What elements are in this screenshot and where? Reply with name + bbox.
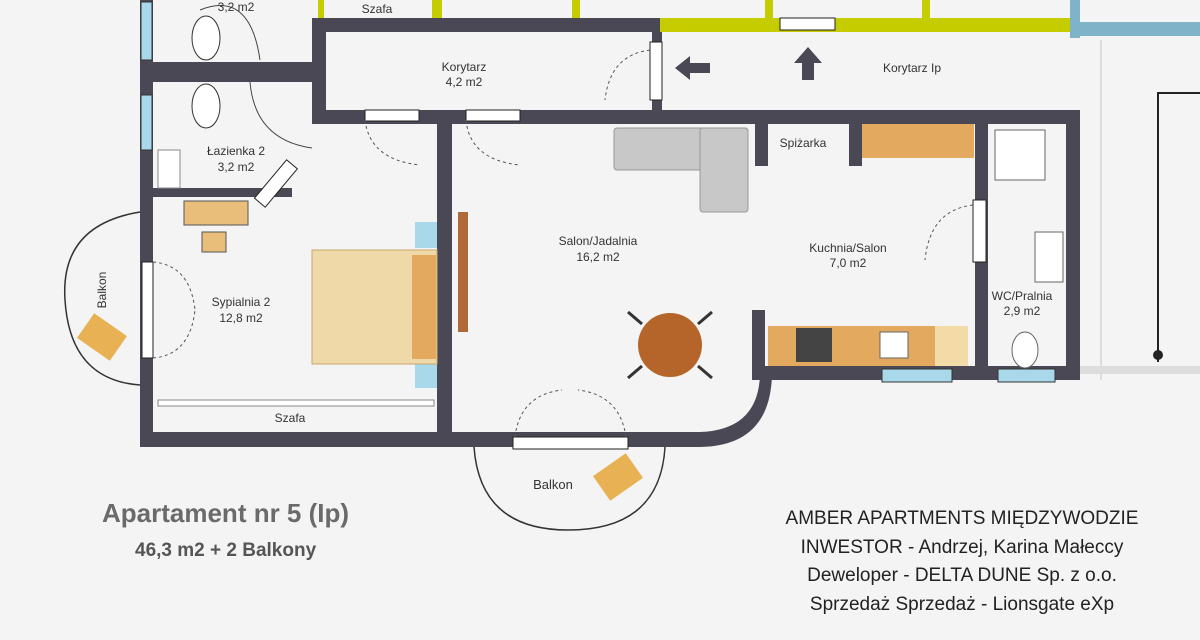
kitchen-top-cabinet bbox=[862, 124, 974, 158]
furniture bbox=[157, 15, 1064, 407]
dining-table bbox=[638, 313, 702, 377]
windows bbox=[140, 1, 1056, 388]
room-kuchnia-name: Kuchnia/Salon bbox=[809, 241, 886, 255]
info-investor: INWESTOR - Andrzej, Karina Małeccy bbox=[800, 536, 1124, 558]
room-spizarka-name: Spiżarka bbox=[780, 136, 827, 150]
doors bbox=[141, 5, 987, 450]
arrow-up-icon bbox=[794, 47, 822, 80]
room-wc-area: 2,9 m2 bbox=[1004, 304, 1041, 318]
tv-stand bbox=[458, 212, 468, 332]
balcony-bottom-label: Balkon bbox=[533, 477, 573, 492]
room-sypialnia-area: 12,8 m2 bbox=[219, 311, 263, 325]
info-sales: Sprzedaż Sprzedaż - Lionsgate eXp bbox=[809, 593, 1115, 615]
balcony-left-outline bbox=[64, 211, 141, 386]
deck-chair-icon bbox=[77, 313, 643, 501]
room-korytarz-ip-name: Korytarz Ip bbox=[883, 61, 941, 75]
balcony-left-label: Balkon bbox=[95, 272, 109, 309]
room-kuchnia-area: 7,0 m2 bbox=[830, 256, 867, 270]
balcony-bottom-outline bbox=[473, 446, 666, 531]
project-info: AMBER APARTMENTS MIĘDZYWODZIE INWESTOR -… bbox=[762, 505, 1162, 619]
room-lazienka-name: Łazienka 2 bbox=[207, 144, 265, 158]
room-korytarz-area: 4,2 m2 bbox=[446, 75, 483, 89]
arrow-left-icon bbox=[675, 56, 710, 80]
top-partial-label: Szafa bbox=[362, 2, 393, 16]
info-project-name: AMBER APARTMENTS MIĘDZYWODZIE bbox=[785, 508, 1139, 529]
room-szafa-name: Szafa bbox=[275, 411, 306, 425]
room-labels: 3,2 m2 Szafa Korytarz 4,2 m2 Korytarz Ip… bbox=[95, 0, 1053, 492]
top-partial-area: 3,2 m2 bbox=[218, 0, 255, 14]
room-salon-name: Salon/Jadalnia bbox=[559, 234, 638, 248]
room-lazienka-area: 3,2 m2 bbox=[218, 160, 255, 174]
room-wc-name: WC/Pralnia bbox=[992, 289, 1053, 303]
room-salon-area: 16,2 m2 bbox=[576, 250, 620, 264]
room-korytarz-name: Korytarz bbox=[442, 60, 487, 74]
neighbor-walls bbox=[318, 0, 1200, 380]
apartment-title: Apartament nr 5 (Ip) bbox=[102, 498, 350, 528]
room-sypialnia-name: Sypialnia 2 bbox=[212, 295, 271, 309]
apartment-subtitle: 46,3 m2 + 2 Balkony bbox=[135, 540, 317, 561]
info-developer: Deweloper - DELTA DUNE Sp. z o.o. bbox=[807, 565, 1117, 586]
desk bbox=[183, 200, 249, 226]
